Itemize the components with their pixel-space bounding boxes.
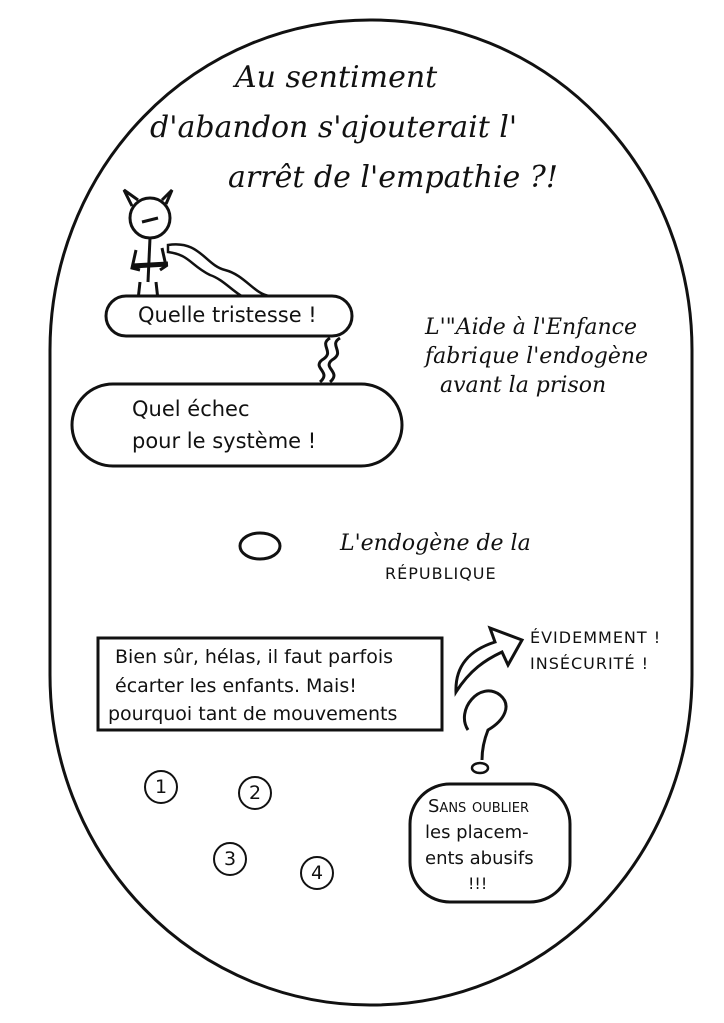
aide-line-2: fabrique l'endogène	[425, 344, 649, 369]
evidemment-line-2: Insécurité !	[530, 654, 650, 673]
aide-line-3: avant la prison	[440, 373, 607, 398]
sans-oublier-line-1: Sans oublier	[428, 796, 530, 817]
evidemment-line-1: Évidemment !	[530, 628, 662, 647]
bubble-echec-line-1: Quel échec	[132, 397, 250, 421]
box-line-3: pourquoi tant de mouvements	[108, 703, 398, 725]
endogene-line-1: L'endogène de la	[340, 531, 531, 556]
bubble-echec-line-2: pour le système !	[132, 429, 317, 453]
bubble-outline	[104, 294, 354, 338]
aide-line-1: L'"Aide à l'Enfance	[425, 315, 637, 340]
bubble-outline	[70, 382, 404, 468]
number-3: 3	[213, 842, 247, 876]
number-4: 4	[300, 856, 334, 890]
tail-stream	[166, 243, 271, 302]
text-box-outline	[96, 636, 444, 732]
number-1: 1	[144, 770, 178, 804]
title-line-1: Au sentiment	[235, 60, 438, 95]
title-line-3: arrêt de l'empathie ?!	[228, 160, 558, 195]
box-line-2: écarter les enfants. Mais!	[115, 675, 357, 697]
small-oval	[238, 531, 282, 561]
bubble-tristesse-text: Quelle tristesse !	[138, 303, 317, 327]
number-2: 2	[238, 776, 272, 810]
page-frame-oval	[48, 18, 694, 1007]
devil-character-icon	[122, 188, 174, 301]
endogene-line-2: République	[385, 564, 497, 583]
bubble-outline	[408, 782, 572, 904]
question-mark-icon	[462, 689, 508, 761]
title-line-2: d'abandon s'ajouterait l'	[150, 110, 518, 145]
sans-oublier-line-3: ents abusifs	[425, 848, 534, 869]
box-line-1: Bien sûr, hélas, il faut parfois	[115, 646, 394, 668]
sans-oublier-line-4: !!!	[468, 874, 488, 893]
sans-oublier-line-2: les placem-	[425, 822, 529, 843]
curved-arrow-icon	[454, 625, 525, 697]
